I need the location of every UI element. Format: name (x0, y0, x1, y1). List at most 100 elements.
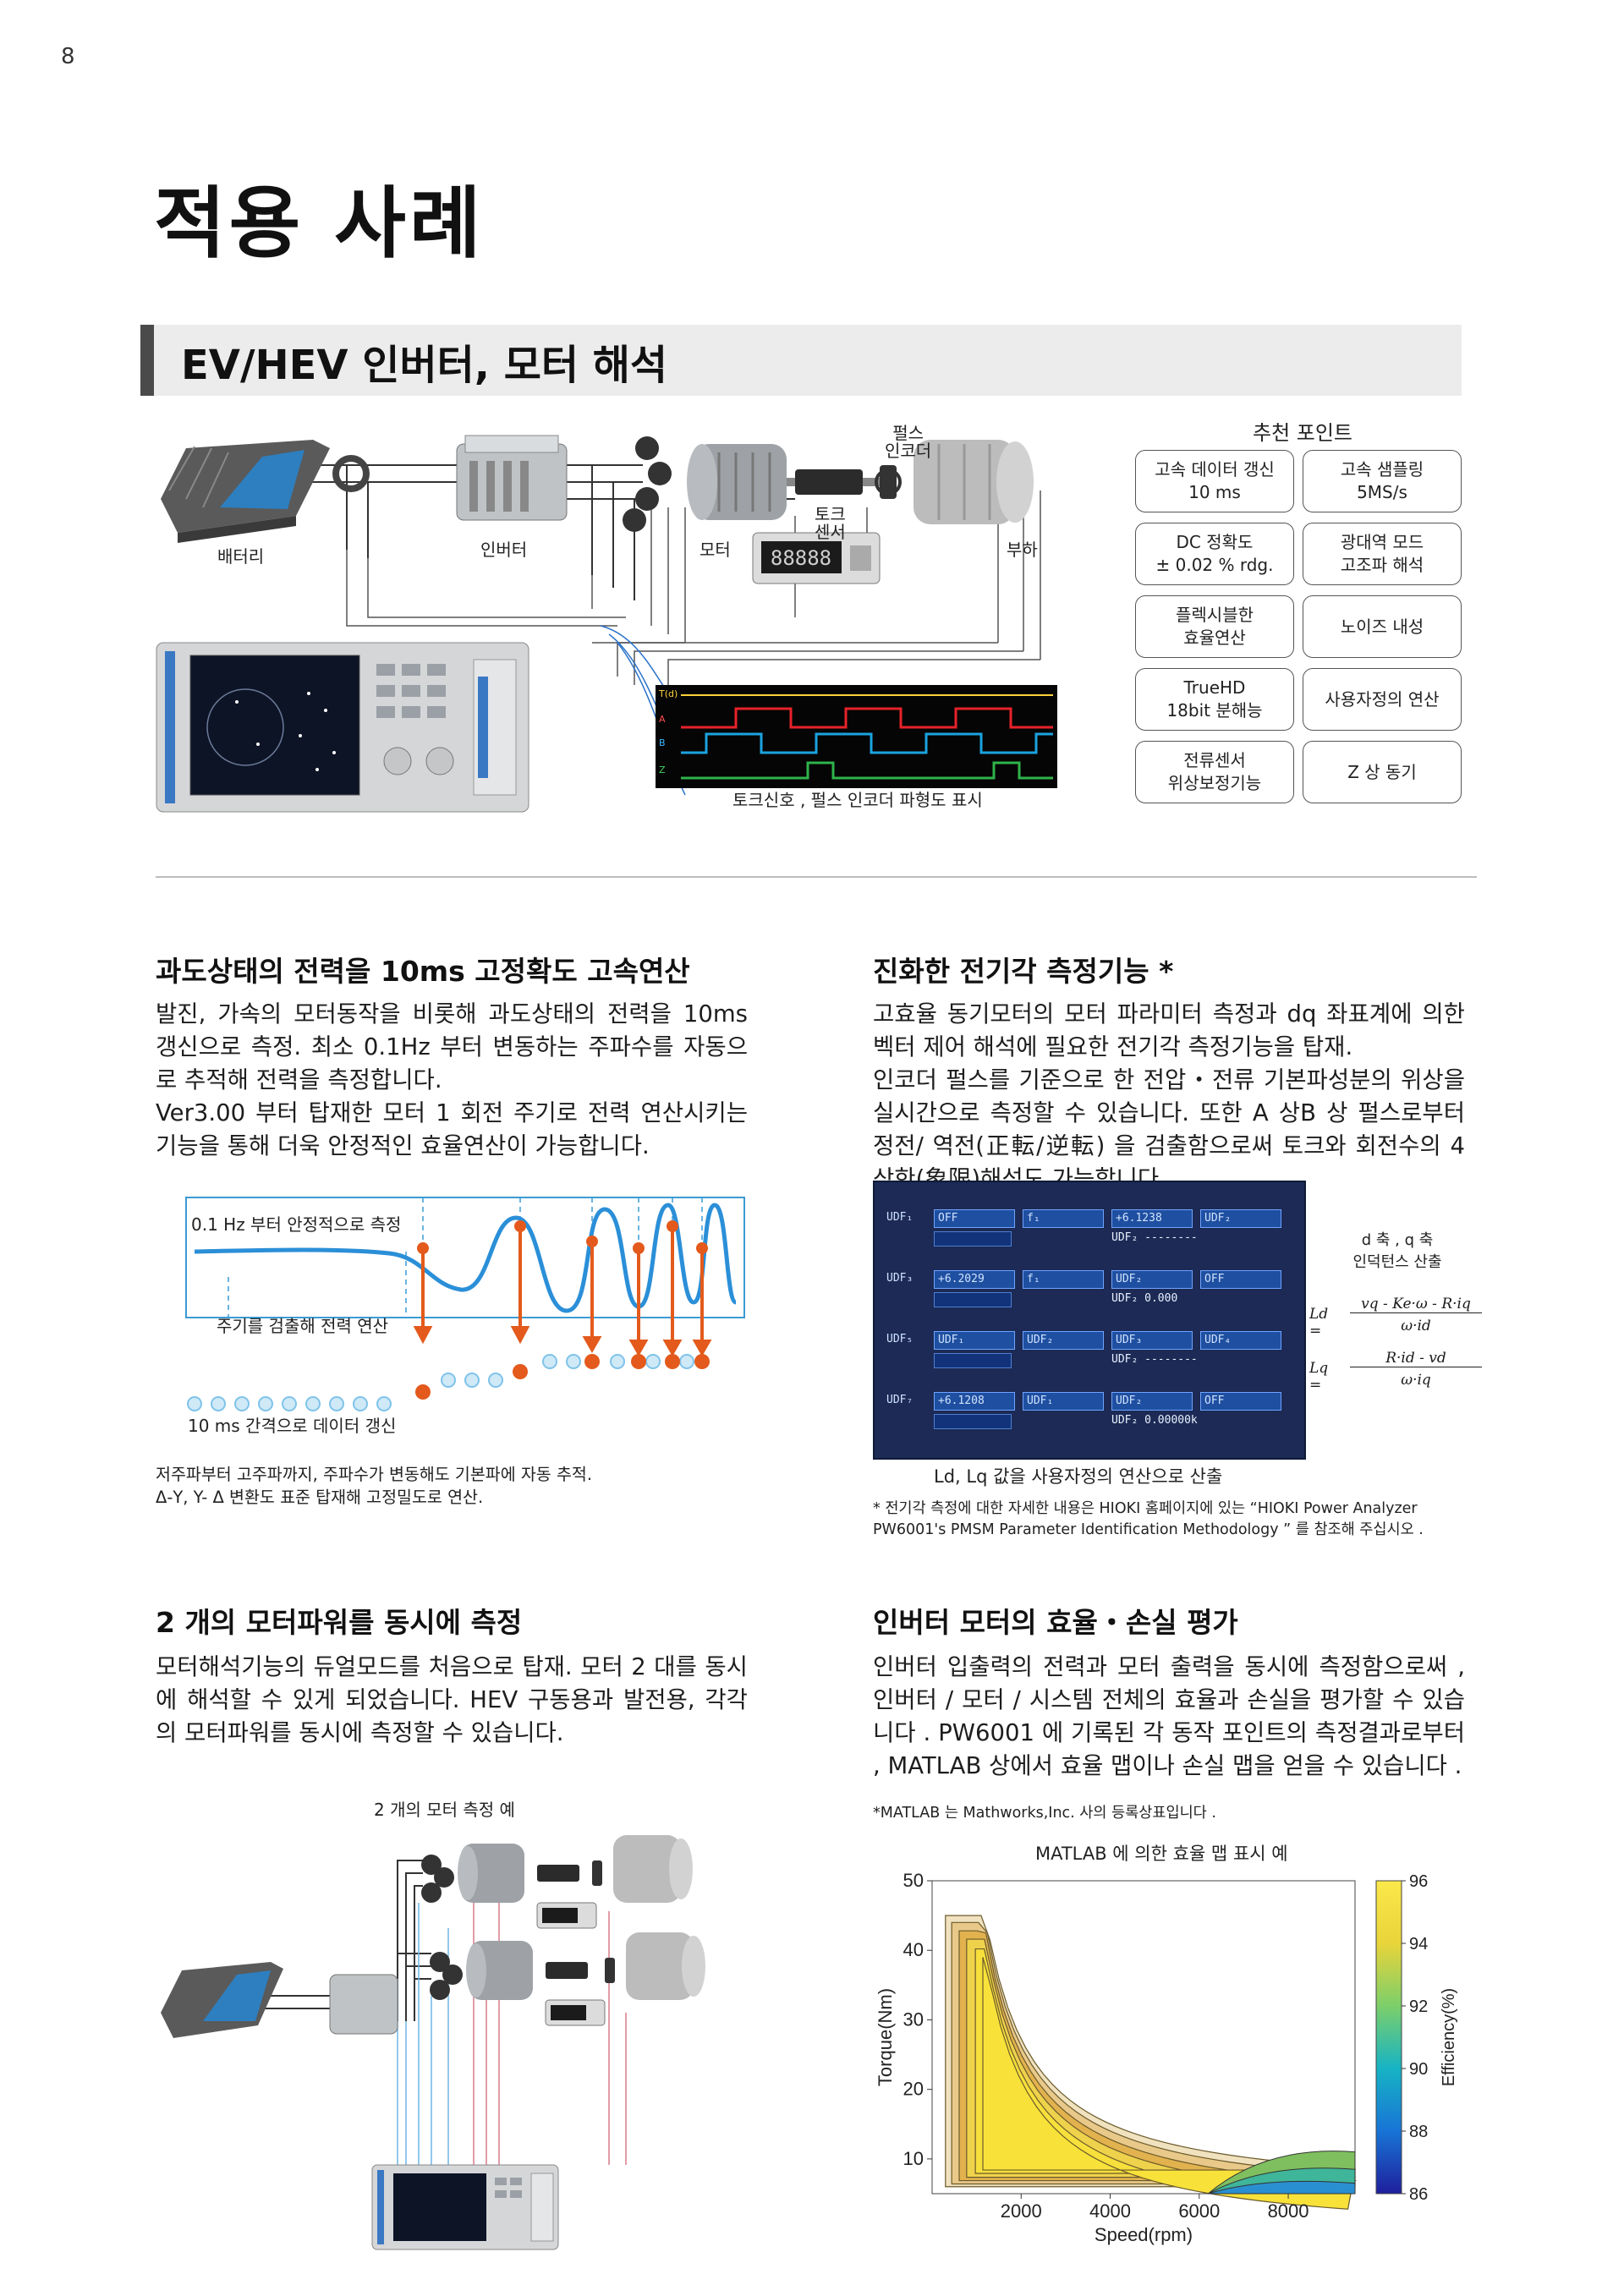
section-title-bar (140, 325, 1462, 396)
point-box: 사용자정의 연산 (1303, 668, 1462, 731)
y-axis-label: Torque(Nm) (875, 1988, 896, 2086)
colorbar-label: Efficiency(%) (1440, 1988, 1458, 2086)
two-motors-body: 모터해석기능의 듀얼모드를 처음으로 탑재. 모터 2 대를 동시에 해석할 수… (156, 1653, 748, 1747)
dq-inductance-label: d 축 , q 축 인덕턴스 산출 (1352, 1231, 1442, 1271)
udf-cell: UDF₇ (886, 1394, 914, 1406)
wave-ch-td: T(d) (658, 688, 678, 699)
label-inverter: 인버터 (480, 540, 528, 560)
udf-cell: UDF₄ (1200, 1331, 1281, 1350)
udf-sub-field (934, 1292, 1012, 1307)
current-sensor-image (332, 455, 370, 492)
x-axis-label: Speed(rpm) (1095, 2224, 1193, 2245)
x-tick-label: 6000 (1178, 2200, 1220, 2222)
x-tick-label: 8000 (1268, 2200, 1309, 2222)
section-title: EV/HEV 인버터, 모터 해석 (181, 342, 668, 389)
label-battery: 배터리 (217, 546, 265, 567)
udf-value: UDF₂ -------- (1111, 1353, 1198, 1366)
point-box: 노이즈 내성 (1303, 595, 1462, 658)
label-motor: 모터 (700, 540, 731, 560)
pulse-encoder-image (875, 465, 902, 499)
motor-image-1 (458, 1844, 524, 1903)
formula-lq-numerator: R·id - vd (1350, 1350, 1482, 1367)
efficiency-map-title: MATLAB 에 의한 효율 맵 표시 예 (1035, 1844, 1288, 1864)
colorbar-tick-label: 94 (1409, 1935, 1428, 1954)
transient-fig-label-top: 0.1 Hz 부터 안정적으로 측정 (191, 1211, 402, 1236)
efficiency-body: 인버터 입출력의 전력과 모터 출력을 동시에 측정함으로써 , 인버터 / 모… (873, 1653, 1465, 1780)
data-update-dots (187, 1354, 710, 1411)
transient-figure (185, 1197, 745, 1411)
colorbar-tick-label: 92 (1409, 1997, 1428, 2016)
udf-cell: +6.2029 (934, 1270, 1015, 1289)
rotation-meter-image: 88888 (752, 532, 881, 584)
transient-body: 발진, 가속의 모터동작을 비롯해 과도상태의 전력을 10ms 갱신으로 측정… (156, 1000, 748, 1160)
point-box: TrueHD 18bit 분해능 (1135, 668, 1294, 731)
colorbar (1375, 1880, 1402, 2195)
page-number: 8 (61, 44, 75, 69)
electrical-angle-body: 고효율 동기모터의 모터 파라미터 측정과 dq 좌표계에 의한 벡터 제어 해… (873, 1000, 1465, 1193)
udf-cell: OFF (934, 1209, 1015, 1228)
udf-cell: UDF₃ (886, 1272, 914, 1285)
udf-value: UDF₂ 0.00000k (1111, 1414, 1198, 1427)
formula-ld-lhs: Ld = (1309, 1306, 1329, 1340)
udf-cell: OFF (1200, 1392, 1281, 1411)
efficiency-heading: 인버터 모터의 효율・손실 평가 (873, 1606, 1238, 1639)
motor-image-2 (466, 1941, 533, 2000)
udf-cell: OFF (1200, 1270, 1281, 1289)
colorbar-tick-label: 86 (1409, 2185, 1428, 2204)
transient-fig-label-mid: 주기를 검출해 전력 연산 (217, 1316, 389, 1336)
colorbar-tick-label: 88 (1409, 2123, 1428, 2141)
waveform-caption: 토크신호 , 펄스 인코더 파형도 표시 (732, 790, 983, 810)
udf-cell: UDF₂ (1111, 1270, 1193, 1289)
y-tick-label: 50 (903, 1870, 924, 1891)
matlab-trademark: *MATLAB 는 Mathworks,Inc. 사의 등록상표입니다 . (873, 1805, 1216, 1822)
wave-ch-a: A (659, 714, 666, 725)
formula-ld-denominator: ω·id (1401, 1318, 1431, 1334)
udf-cell: UDF₂ (1023, 1331, 1104, 1350)
y-tick-label: 30 (903, 2008, 924, 2030)
y-tick-label: 20 (903, 2079, 924, 2100)
udf-cell: UDF₁ (1023, 1392, 1104, 1411)
udf-value: UDF₂ 0.000 (1111, 1292, 1178, 1305)
point-box: 전류센서 위상보정기능 (1135, 741, 1294, 803)
electrical-angle-footnote: * 전기각 측정에 대한 자세한 내용은 HIOKI 홈페이지에 있는 “HIO… (873, 1500, 1424, 1538)
udf-cell: UDF₁ (886, 1211, 914, 1224)
power-analyzer-image (156, 642, 529, 813)
label-pulse-encoder: 펄스 인코더 (885, 423, 932, 461)
points-heading: 추천 포인트 (1252, 421, 1353, 445)
two-motor-diagram (161, 1835, 705, 2250)
y-tick-label: 40 (903, 1939, 924, 1960)
point-box: Z 상 동기 (1303, 741, 1462, 803)
udf-cell: UDF₂ (1200, 1209, 1281, 1228)
inverter-image-small (329, 1974, 398, 2035)
page-title: 적용 사례 (154, 178, 485, 269)
udf-cell: UDF₂ (1111, 1392, 1193, 1411)
point-box: 고속 샘플링 5MS/s (1303, 450, 1462, 512)
udf-sub-field (934, 1231, 1012, 1247)
point-box: 플렉시블한 효율연산 (1135, 595, 1294, 658)
formula-ld-numerator: vq - Ke·ω - R·iq (1350, 1296, 1482, 1313)
point-box: 고속 데이터 갱신 10 ms (1135, 450, 1294, 512)
inverter-image (456, 435, 568, 521)
udf-cell: UDF₁ (934, 1331, 1015, 1350)
waveform-display: T(d) A B Z (656, 685, 1057, 788)
transient-fig-label-bottom: 10 ms 간격으로 데이터 갱신 (188, 1416, 397, 1436)
udf-sub-field (934, 1353, 1012, 1368)
point-box: DC 정확도 ± 0.02 % rdg. (1135, 523, 1294, 585)
udf-row: UDF₃ +6.2029 f₁ UDF₂ OFF UDF₂ 0.000 (883, 1269, 1289, 1311)
udf-cell: f₁ (1023, 1270, 1104, 1289)
load-image-2 (626, 1932, 705, 2000)
load-image-1 (613, 1835, 693, 1903)
load-image (914, 440, 1034, 524)
colorbar-tick-label: 90 (1409, 2060, 1428, 2079)
system-diagram: 88888 T(d) A B Z (156, 435, 1057, 813)
transient-heading: 과도상태의 전력을 10ms 고정확도 고속연산 (156, 955, 690, 988)
wave-ch-z: Z (659, 764, 666, 775)
udf-cell: f₁ (1023, 1209, 1104, 1228)
section-title-accent (140, 325, 154, 396)
two-motors-heading: 2 개의 모터파워를 동시에 측정 (156, 1606, 523, 1639)
transient-caption: 저주파부터 고주파까지, 주파수가 변동해도 기본파에 자동 추적. Δ-Y, … (156, 1465, 593, 1508)
